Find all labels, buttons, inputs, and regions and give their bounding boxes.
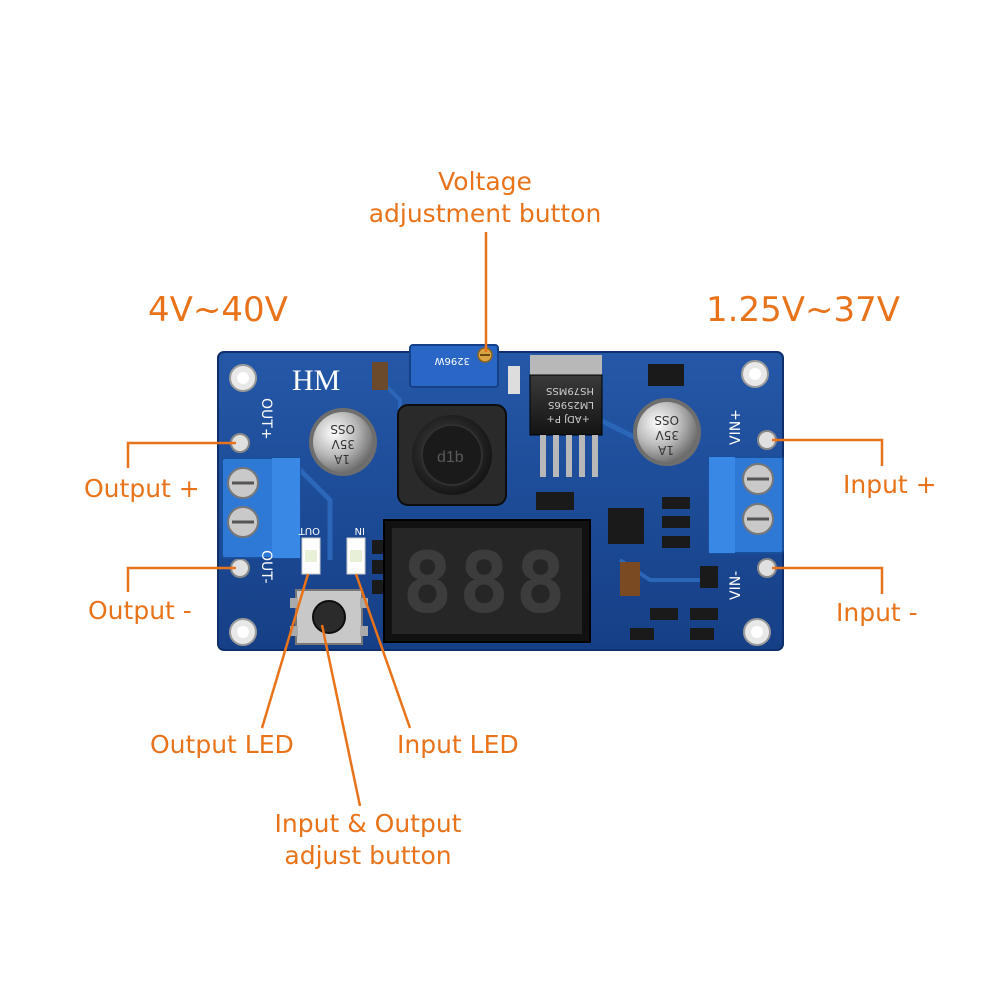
io-button-line2: adjust button xyxy=(284,841,452,870)
capacitor-left: OSS 35V 1A xyxy=(309,408,377,476)
svg-text:OSS: OSS xyxy=(654,413,679,427)
svg-text:LM2596S: LM2596S xyxy=(548,399,594,410)
led-label-out: OUT xyxy=(298,525,320,536)
io-button-callout: Input & Output adjust button xyxy=(250,808,486,872)
mounting-hole xyxy=(229,618,257,646)
input-led-label: Input LED xyxy=(397,730,519,759)
input-minus-label: Input - xyxy=(836,598,918,627)
io-push-button xyxy=(290,589,368,645)
input-plus-label: Input + xyxy=(843,470,937,499)
voltage-adjust-line2: adjustment button xyxy=(368,199,602,228)
output-range-label: 1.25V~37V xyxy=(706,290,900,330)
terminal-label-out-plus: OUT+ xyxy=(258,398,274,440)
svg-text:3296W: 3296W xyxy=(435,355,470,366)
svg-text:888: 888 xyxy=(402,534,572,632)
svg-text:35V: 35V xyxy=(331,437,355,451)
svg-text:1A: 1A xyxy=(333,452,350,466)
brand-label: HM xyxy=(292,364,340,397)
seven-segment-display: 888 xyxy=(383,519,591,643)
input-range-label: 4V~40V xyxy=(148,290,288,330)
voltage-adjust-line1: Voltage xyxy=(438,167,532,196)
mounting-hole xyxy=(229,364,257,392)
terminal-label-vin-plus: VIN+ xyxy=(728,409,744,445)
terminal-block-output xyxy=(221,457,301,559)
svg-text:+ADJ P+: +ADJ P+ xyxy=(547,413,590,424)
output-led xyxy=(301,537,321,575)
voltage-adjust-callout: Voltage adjustment button xyxy=(352,166,618,230)
inductor: d1b xyxy=(397,404,507,506)
svg-text:OSS: OSS xyxy=(330,422,355,436)
terminal-label-vin-minus: VIN- xyxy=(728,571,744,600)
input-led xyxy=(346,537,366,575)
led-label-in: IN xyxy=(355,525,365,536)
mounting-hole xyxy=(741,360,769,388)
svg-text:HS79MSS: HS79MSS xyxy=(546,385,594,396)
svg-text:35V: 35V xyxy=(655,428,679,442)
svg-text:1A: 1A xyxy=(657,443,674,457)
output-plus-label: Output + xyxy=(84,474,200,503)
output-minus-label: Output - xyxy=(88,596,192,625)
terminal-label-out-minus: OUT- xyxy=(258,550,274,584)
regulator-chip: HS79MSS LM2596S +ADJ P+ xyxy=(529,355,603,477)
svg-text:d1b: d1b xyxy=(437,449,464,466)
potentiometer: 3296W xyxy=(409,344,499,388)
io-button-line1: Input & Output xyxy=(274,809,462,838)
mounting-hole xyxy=(743,618,771,646)
callout-leaders xyxy=(126,232,884,807)
capacitor-right: OSS 35V 1A xyxy=(633,398,701,466)
terminal-block-input xyxy=(708,456,784,554)
output-led-label: Output LED xyxy=(150,730,294,759)
